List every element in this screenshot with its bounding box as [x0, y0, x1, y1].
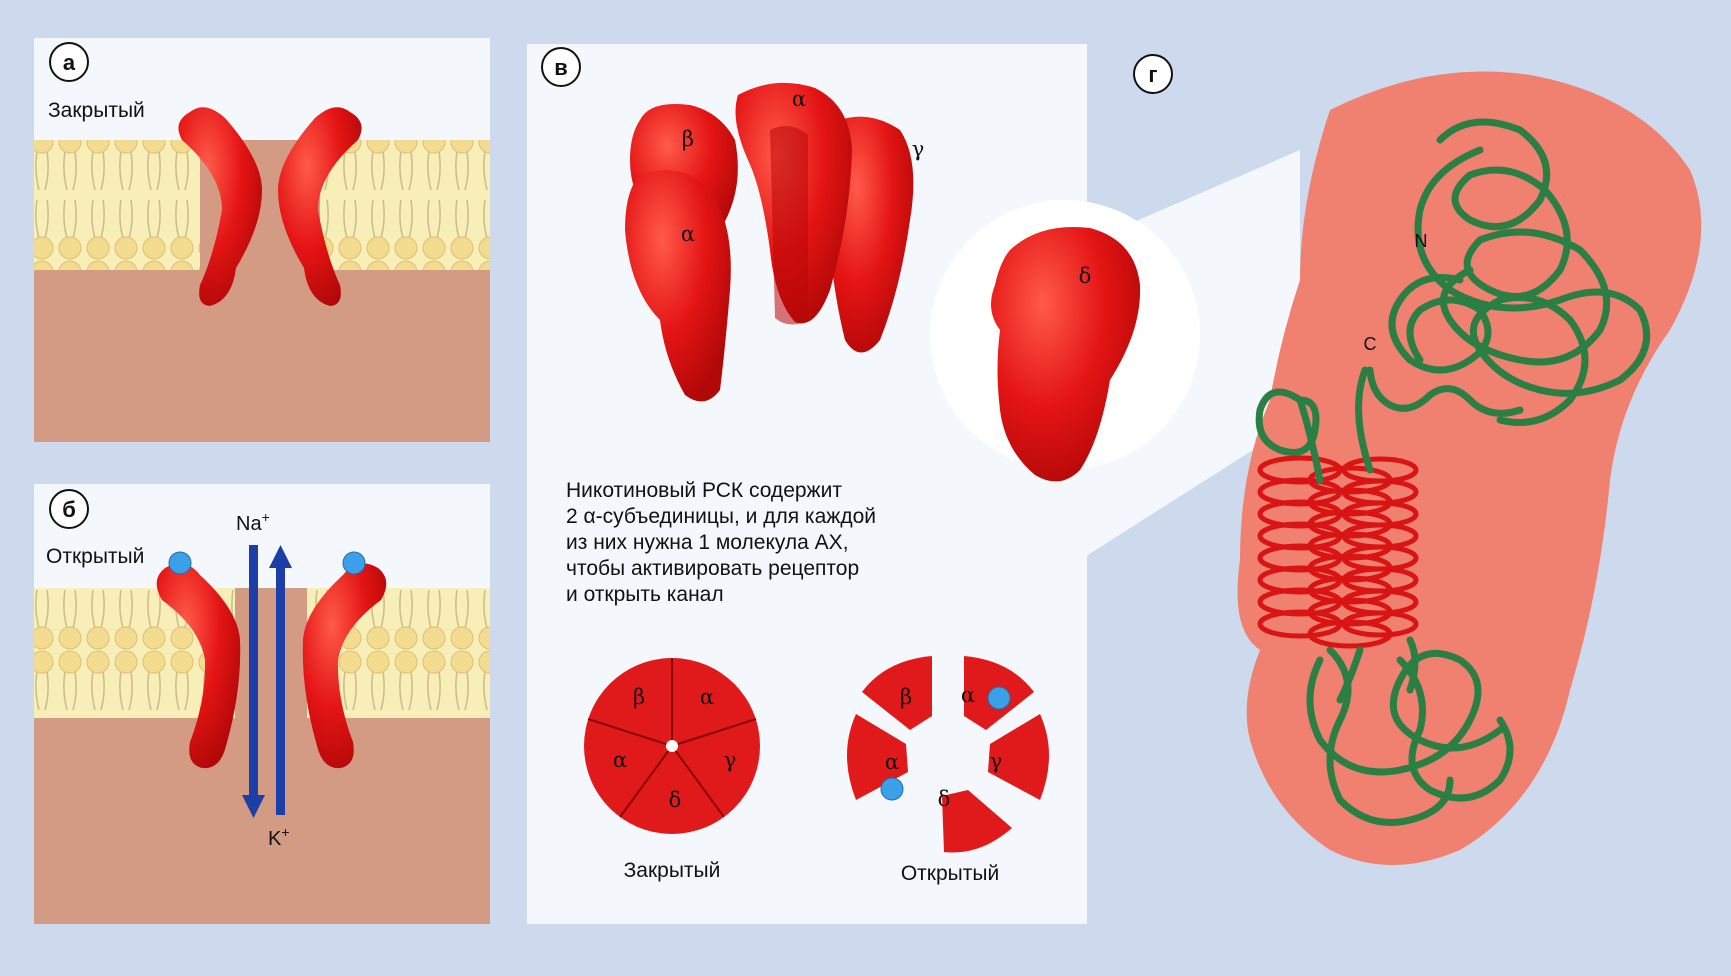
- panel-a-state-label: Закрытый: [48, 99, 145, 122]
- closed-ring-gamma: γ: [724, 748, 737, 772]
- open-ring-delta: δ: [938, 787, 951, 811]
- subunit-label-gamma: γ: [912, 137, 925, 161]
- panel-c-letter: в: [554, 55, 568, 80]
- panel-c: α β γ α δ Никотиновый РСК содержит 2 α-с…: [527, 44, 1300, 924]
- closed-ring-delta: δ: [669, 788, 682, 812]
- panel-d-letter: г: [1148, 62, 1157, 87]
- closed-ring-label: Закрытый: [624, 859, 721, 882]
- subunit-label-beta: β: [682, 127, 694, 151]
- open-ring-alpha-left: α: [885, 750, 899, 774]
- subunit-label-alpha-front: α: [681, 222, 695, 246]
- panel-b: Na+ K+ б Открытый: [34, 484, 490, 924]
- panel-a: а Закрытый: [34, 38, 490, 442]
- closed-ring-alpha-top: α: [700, 685, 714, 709]
- open-ring-beta: β: [900, 685, 912, 709]
- panel-b-state-label: Открытый: [46, 545, 144, 568]
- open-ring-ach-top: [988, 687, 1010, 709]
- c-terminus-label: C: [1364, 334, 1377, 354]
- closed-ring: β α γ δ α: [584, 658, 760, 834]
- open-ring-alpha-top: α: [961, 683, 975, 707]
- open-ring-label: Открытый: [901, 862, 999, 885]
- panel-b-letter: б: [62, 497, 76, 522]
- subunit-label-alpha-top: α: [792, 87, 806, 111]
- closed-ring-alpha-left: α: [613, 748, 627, 772]
- open-ring-gamma: γ: [990, 749, 1003, 773]
- open-ring-ach-left: [881, 778, 903, 800]
- ach-molecule-right: [343, 552, 365, 574]
- n-terminus-label: N: [1415, 231, 1428, 251]
- closed-ring-beta: β: [633, 685, 645, 709]
- ach-molecule-left: [169, 552, 191, 574]
- panel-a-letter: а: [63, 50, 76, 75]
- subunit-label-delta: δ: [1079, 264, 1092, 288]
